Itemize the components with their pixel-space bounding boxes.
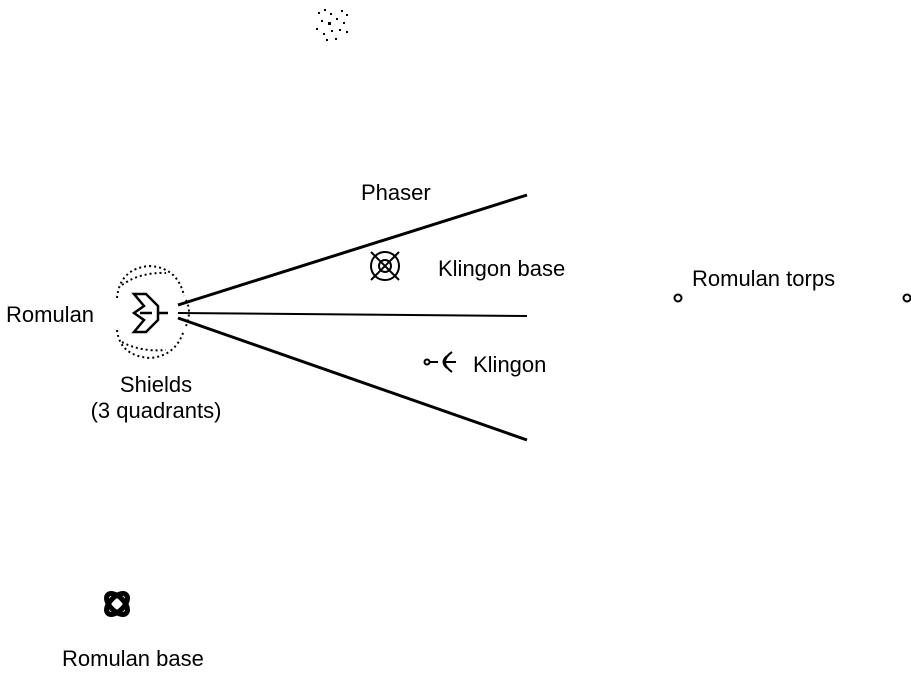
shields-title: Shields (119, 372, 193, 397)
romulan-ship-icon (131, 292, 168, 334)
klingon-label: Klingon (473, 352, 547, 377)
romulan-torps-label: Romulan torps (692, 266, 836, 291)
phaser-beam-center (177, 312, 528, 317)
shields-detail: (3 quadrants) (90, 398, 222, 423)
klingon-base-label: Klingon base (438, 256, 566, 281)
phaser-label: Phaser (361, 180, 431, 205)
phaser-beams (177, 193, 528, 442)
romulan-base-icon (104, 591, 130, 617)
phaser-beam-lower (177, 316, 528, 442)
shields-label: Shields (3 quadrants) (66, 372, 246, 424)
torpedo-icon (673, 293, 911, 303)
klingon-base-icon (370, 251, 400, 281)
romulan-base-label: Romulan base (62, 646, 204, 671)
phaser-beam-upper (177, 193, 528, 307)
star-cluster-icon (316, 9, 348, 41)
romulan-label: Romulan (6, 302, 95, 327)
shield-arc-icon (116, 264, 190, 360)
klingon-ship-icon (423, 351, 456, 373)
